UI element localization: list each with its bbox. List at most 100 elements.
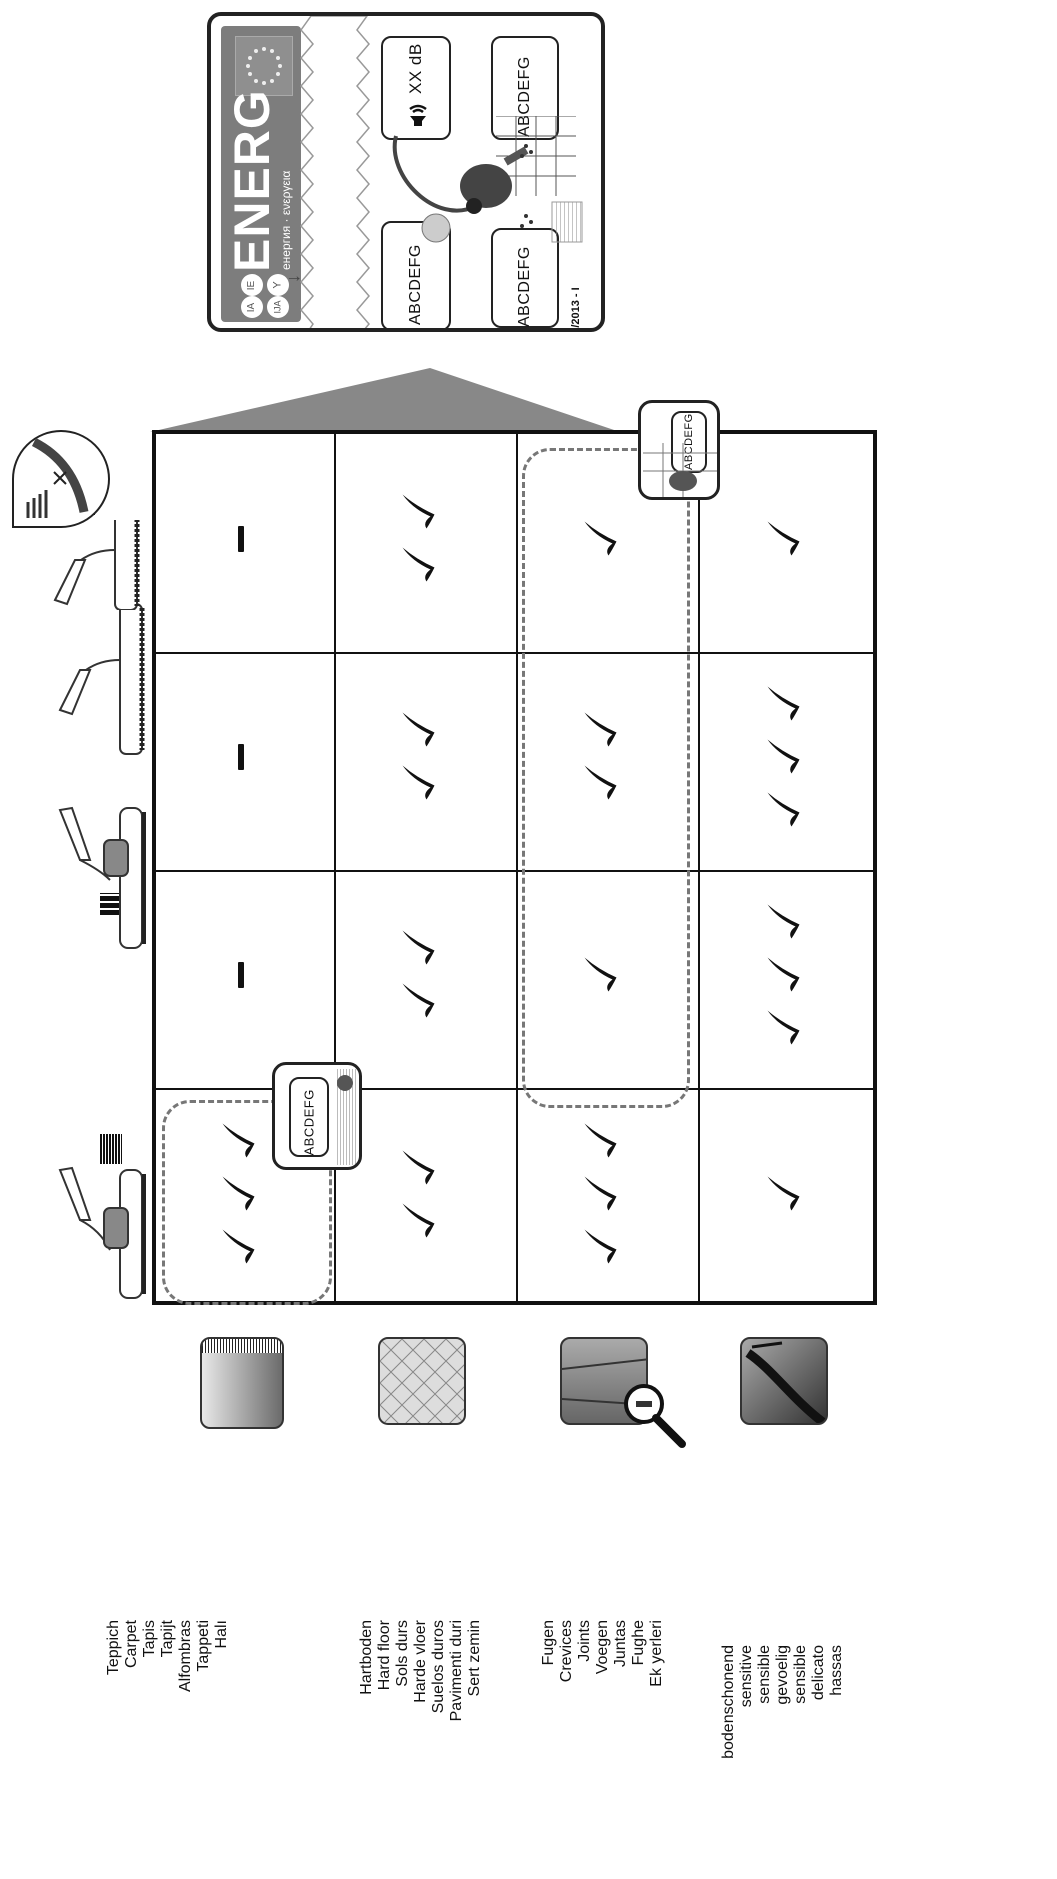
check-mark — [401, 546, 442, 586]
energy-subtitle: енергия · ενεργεια — [279, 170, 293, 270]
hard-floor-nozzle-icon — [58, 603, 145, 755]
check-mark-group — [694, 430, 877, 648]
surface-name: Hard floor — [376, 1620, 393, 1691]
surface-name: Alfombras — [177, 1620, 194, 1693]
check-mark — [765, 519, 806, 559]
surface-name: Harde vloer — [412, 1620, 429, 1703]
surface-name: sensible — [792, 1645, 809, 1704]
check-mark — [765, 684, 806, 724]
check-mark-group — [152, 1084, 330, 1305]
tool-carpet-nozzle — [45, 1130, 150, 1300]
carpet-pattern-icon — [100, 1134, 122, 1164]
not-suitable-mark — [152, 648, 330, 866]
energy-class-box: ABCDEFG — [491, 36, 559, 140]
adjust-bubble-icon — [12, 430, 110, 528]
check-mark — [583, 955, 624, 995]
check-mark — [401, 493, 442, 533]
surface-name: Fughe — [630, 1620, 647, 1666]
surface-name: delicato — [810, 1645, 827, 1701]
torn-edge — [300, 16, 370, 328]
energy-label: ENERG енергия · ενεργεια Y IJA IE IA ↓ A… — [207, 12, 605, 332]
check-mark — [583, 1122, 624, 1162]
highlight-crevices — [522, 448, 690, 1108]
not-suitable-mark — [152, 430, 330, 648]
surface-name: Suelos duros — [430, 1620, 447, 1714]
surface-name: bodenschonend — [720, 1645, 737, 1759]
check-mark-group — [694, 648, 877, 866]
check-mark — [583, 519, 624, 559]
noise-value: XX dB — [406, 43, 425, 94]
surface-name: Voegen — [594, 1620, 611, 1675]
highlight-carpet — [162, 1100, 332, 1305]
check-mark — [765, 790, 806, 830]
check-mark-group — [330, 430, 512, 648]
check-mark — [221, 1122, 262, 1162]
surface-name: Ek yerleri — [648, 1620, 665, 1687]
surface-name: Tappeti — [195, 1620, 212, 1672]
tool-parquet-nozzle: i — [0, 410, 152, 610]
energy-class-box: ABCDEFG — [491, 228, 559, 328]
check-mark — [221, 1228, 262, 1268]
check-mark — [765, 1008, 806, 1048]
check-mark — [583, 1228, 624, 1268]
check-mark-group — [330, 1084, 512, 1305]
not-suitable-mark — [152, 866, 330, 1084]
surface-name: Halı — [213, 1620, 230, 1649]
surface-name: Fugen — [540, 1620, 557, 1666]
dash-mark — [238, 962, 244, 988]
check-mark — [765, 737, 806, 777]
energy-brand: ENERG — [224, 89, 280, 272]
check-mark — [401, 764, 442, 804]
carpet-nozzle-icon — [58, 1166, 146, 1299]
dash-mark — [238, 744, 244, 770]
check-mark — [765, 902, 806, 942]
check-mark-group — [330, 866, 512, 1084]
surface-name: Sols durs — [394, 1620, 411, 1687]
noise-box: XX dB — [381, 36, 451, 140]
check-mark-group — [512, 866, 694, 1084]
surface-name: Crevices — [558, 1620, 575, 1683]
check-mark-group — [694, 1084, 877, 1305]
surface-name: Sert zemin — [466, 1620, 483, 1697]
surface-name: Tapijt — [159, 1620, 176, 1658]
energy-badge: IJA — [267, 296, 289, 318]
check-mark — [583, 764, 624, 804]
surface-name: Carpet — [123, 1620, 140, 1669]
compatibility-grid — [152, 430, 877, 1305]
carpet-label-callout: ABCDEFG — [272, 1062, 362, 1170]
parquet-nozzle-icon — [53, 520, 140, 610]
check-mark — [401, 929, 442, 969]
vacuum-cleaner-illustration — [392, 116, 583, 243]
check-mark — [765, 1175, 806, 1215]
surface-name: Tapis — [141, 1620, 158, 1658]
sensitive-floor-thumbnail — [740, 1337, 828, 1425]
check-mark — [221, 1175, 262, 1215]
magnifier-icon — [620, 1380, 690, 1450]
check-mark — [401, 1148, 442, 1188]
surface-name: hassas — [828, 1645, 845, 1696]
check-mark-group — [694, 866, 877, 1084]
check-mark — [765, 955, 806, 995]
surface-name: sensible — [756, 1645, 773, 1704]
surface-name: Juntas — [612, 1620, 629, 1668]
check-mark — [583, 711, 624, 751]
surface-name: Joints — [576, 1620, 593, 1662]
check-mark — [401, 711, 442, 751]
check-mark — [401, 982, 442, 1022]
sound-icon — [403, 100, 433, 130]
energy-header: ENERG енергия · ενεργεια Y IJA IE IA — [221, 26, 301, 322]
grid-pattern-icon — [100, 893, 122, 915]
check-mark-group — [512, 430, 694, 648]
surface-name: Pavimenti duri — [448, 1620, 465, 1722]
dash-mark — [238, 526, 244, 552]
hard-floor-thumbnail — [378, 1337, 466, 1425]
eu-flag-icon — [235, 36, 293, 96]
hard-label-callout: ABCDEFG — [638, 400, 720, 500]
arrow-icon: ↓ — [283, 274, 303, 283]
tool-hard-floor-nozzle — [45, 590, 150, 770]
check-mark — [583, 1175, 624, 1215]
